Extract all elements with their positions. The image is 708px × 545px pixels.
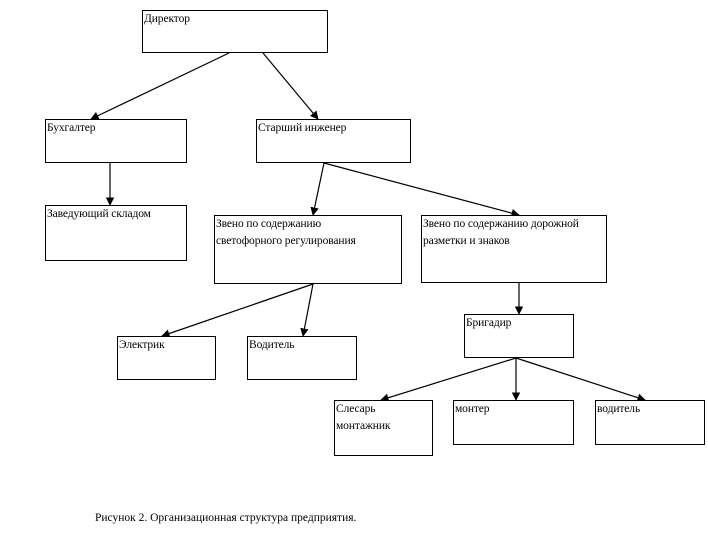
arrow-director-to-senior-engineer [262,52,319,120]
arrow-traffic-light-unit-to-electrician [161,283,314,338]
arrow-senior-engineer-to-road-marking-unit [323,162,520,218]
node-fitter-assembler: Слесарь монтажник [334,400,433,456]
node-driver-2: водитель [595,400,705,445]
node-traffic-light-unit: Звено по содержанию светофорного регулир… [214,215,402,284]
node-director: Директор [142,10,328,53]
node-driver-1: Водитель [247,336,357,380]
node-warehouse-manager: Заведующий складом [45,205,187,261]
node-foreman: Бригадир [464,314,574,358]
node-installer: монтер [453,400,574,445]
figure-caption: Рисунок 2. Организационная структура пре… [95,512,357,524]
arrow-foreman-to-fitter-assembler [380,357,517,402]
arrow-director-to-accountant [90,52,230,120]
node-electrician: Электрик [117,336,216,380]
arrow-traffic-light-unit-to-driver-1 [300,283,314,337]
node-road-marking-unit: Звено по содержанию дорожной разметки и … [421,215,607,283]
node-senior-engineer: Старший инженер [256,119,411,163]
node-accountant: Бухгалтер [45,119,187,163]
arrow-foreman-to-driver-2 [515,357,646,402]
arrow-senior-engineer-to-traffic-light-unit [310,162,325,216]
